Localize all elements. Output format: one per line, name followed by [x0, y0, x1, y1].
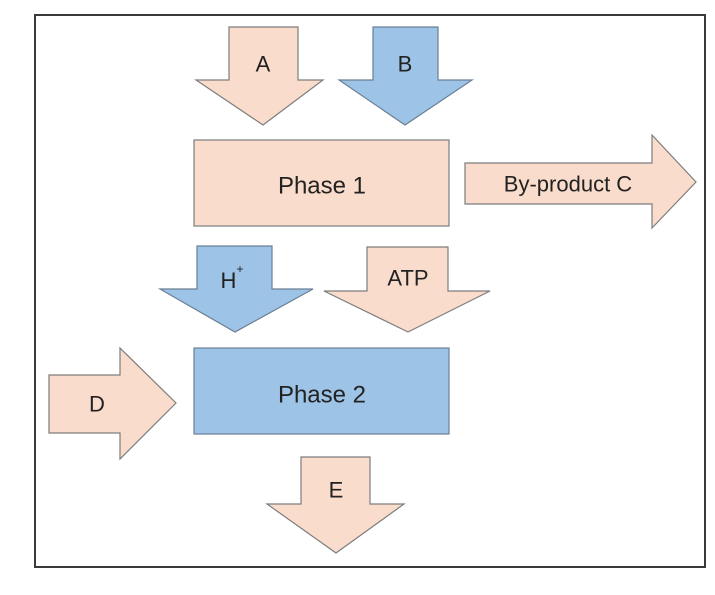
arrow-h-plus-label: H+ [221, 262, 244, 293]
phase-1-label: Phase 1 [278, 173, 366, 200]
phase-2-label: Phase 2 [278, 382, 366, 409]
arrow-atp: ATP [323, 246, 491, 333]
phase-1-box: Phase 1 [193, 139, 450, 227]
arrow-e-shape [265, 456, 406, 554]
arrow-byproduct-c-shape [464, 133, 697, 230]
h-superscript: + [236, 262, 243, 276]
arrow-b: B [337, 26, 474, 126]
phase-1-rect [193, 139, 450, 227]
arrow-byproduct-c: By-product C [464, 133, 697, 230]
h-label: H [221, 268, 237, 293]
phase-2-rect [193, 347, 450, 435]
arrow-d-shape [48, 346, 177, 461]
arrow-e-label: E [329, 478, 344, 503]
arrow-b-shape [337, 26, 474, 126]
arrow-a: A [194, 26, 325, 126]
arrow-h-plus: H+ [157, 245, 314, 333]
arrow-e: E [265, 456, 406, 554]
arrow-d: D [48, 346, 177, 461]
arrow-a-shape [194, 26, 325, 126]
arrow-d-label: D [89, 392, 105, 417]
arrow-atp-label: ATP [387, 266, 428, 291]
phase-2-box: Phase 2 [193, 347, 450, 435]
arrow-byproduct-c-label: By-product C [504, 172, 632, 197]
arrow-a-label: A [256, 52, 271, 77]
arrow-h-plus-shape [157, 245, 314, 333]
arrow-atp-shape [323, 246, 491, 333]
arrow-b-label: B [398, 52, 413, 77]
